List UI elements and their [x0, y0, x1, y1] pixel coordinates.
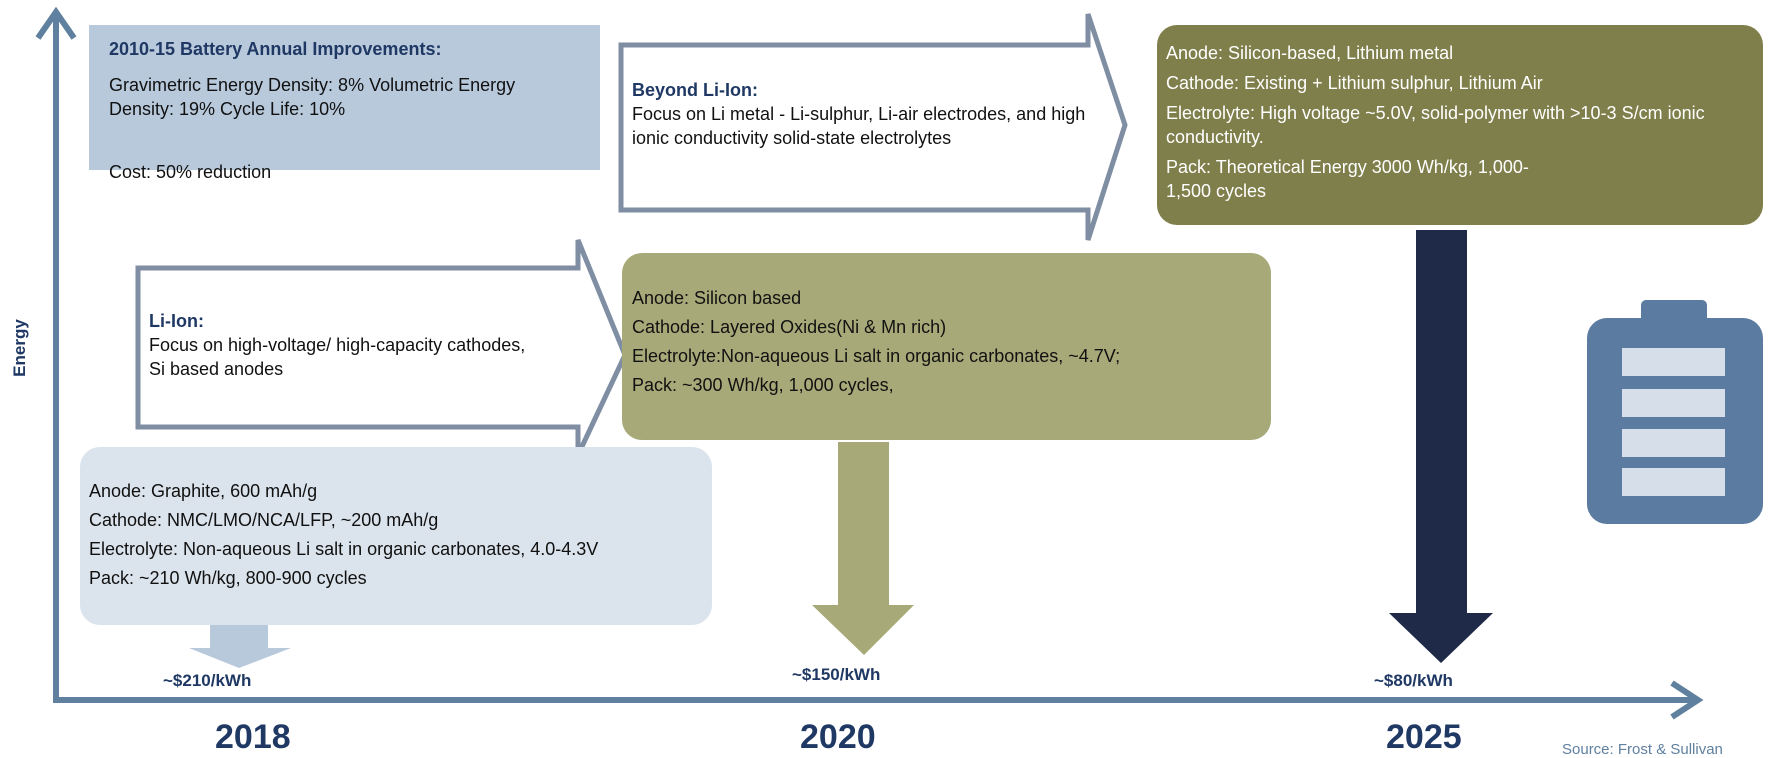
- spec-box-2020: Anode: Silicon based Cathode: Layered Ox…: [622, 253, 1271, 440]
- x-axis-arrowhead: [1670, 680, 1704, 720]
- spec-2018-electrolyte: Electrolyte: Non-aqueous Li salt in orga…: [89, 539, 599, 559]
- liion-title: Li-Ion:: [149, 311, 204, 331]
- liion-text: Li-Ion: Focus on high-voltage/ high-capa…: [149, 309, 549, 381]
- beyond-body: Focus on Li metal - Li-sulphur, Li-air e…: [632, 104, 1086, 148]
- improvements-cost: Cost: 50% reduction: [109, 162, 272, 182]
- price-2018: ~$210/kWh: [163, 671, 252, 690]
- price-arrow-2025: [1389, 230, 1493, 663]
- year-2025: 2025: [1386, 718, 1462, 756]
- spec-2020-pack: Pack: ~300 Wh/kg, 1,000 cycles,: [632, 375, 894, 395]
- price-2025: ~$80/kWh: [1374, 671, 1453, 690]
- improvements-title: 2010-15 Battery Annual Improvements:: [109, 39, 442, 59]
- price-arrow-2020: [812, 442, 914, 655]
- source-note: Source: Frost & Sullivan: [1562, 741, 1723, 758]
- spec-2018-cathode: Cathode: NMC/LMO/NCA/LFP, ~200 mAh/g: [89, 510, 439, 530]
- spec-box-2018: Anode: Graphite, 600 mAh/g Cathode: NMC/…: [80, 447, 712, 625]
- spec-2025-electrolyte: Electrolyte: High voltage ~5.0V, solid-p…: [1166, 103, 1705, 147]
- spec-2018-anode: Anode: Graphite, 600 mAh/g: [89, 481, 318, 501]
- liion-chevron: [135, 239, 628, 457]
- spec-2020-electrolyte: Electrolyte:Non-aqueous Li salt in organ…: [632, 346, 1121, 366]
- spec-box-2025: Anode: Silicon-based, Lithium metal Cath…: [1157, 25, 1763, 225]
- y-axis-label: Energy: [10, 319, 29, 377]
- spec-2025-cathode: Cathode: Existing + Lithium sulphur, Lit…: [1166, 73, 1543, 93]
- price-2020: ~$150/kWh: [792, 665, 881, 684]
- price-arrow-2018: [189, 625, 291, 668]
- liion-body: Focus on high-voltage/ high-capacity cat…: [149, 335, 526, 379]
- battery-icon: [1587, 300, 1763, 524]
- year-2018: 2018: [215, 718, 291, 756]
- beyond-title: Beyond Li-Ion:: [632, 80, 758, 100]
- spec-2025-anode: Anode: Silicon-based, Lithium metal: [1166, 43, 1454, 63]
- spec-2020-cathode: Cathode: Layered Oxides(Ni & Mn rich): [632, 317, 947, 337]
- spec-2025-pack: Pack: Theoretical Energy 3000 Wh/kg, 1,0…: [1166, 157, 1529, 201]
- beyond-chevron: [618, 13, 1128, 241]
- improvements-box: 2010-15 Battery Annual Improvements: Gra…: [89, 25, 600, 182]
- beyond-text: Beyond Li-Ion: Focus on Li metal - Li-su…: [632, 78, 1102, 150]
- improvements-metrics: Gravimetric Energy Density: 8% Volumetri…: [109, 75, 516, 119]
- y-axis-arrowhead: [35, 6, 77, 40]
- spec-2018-pack: Pack: ~210 Wh/kg, 800-900 cycles: [89, 568, 367, 588]
- year-2020: 2020: [800, 718, 876, 756]
- spec-2020-anode: Anode: Silicon based: [632, 288, 802, 308]
